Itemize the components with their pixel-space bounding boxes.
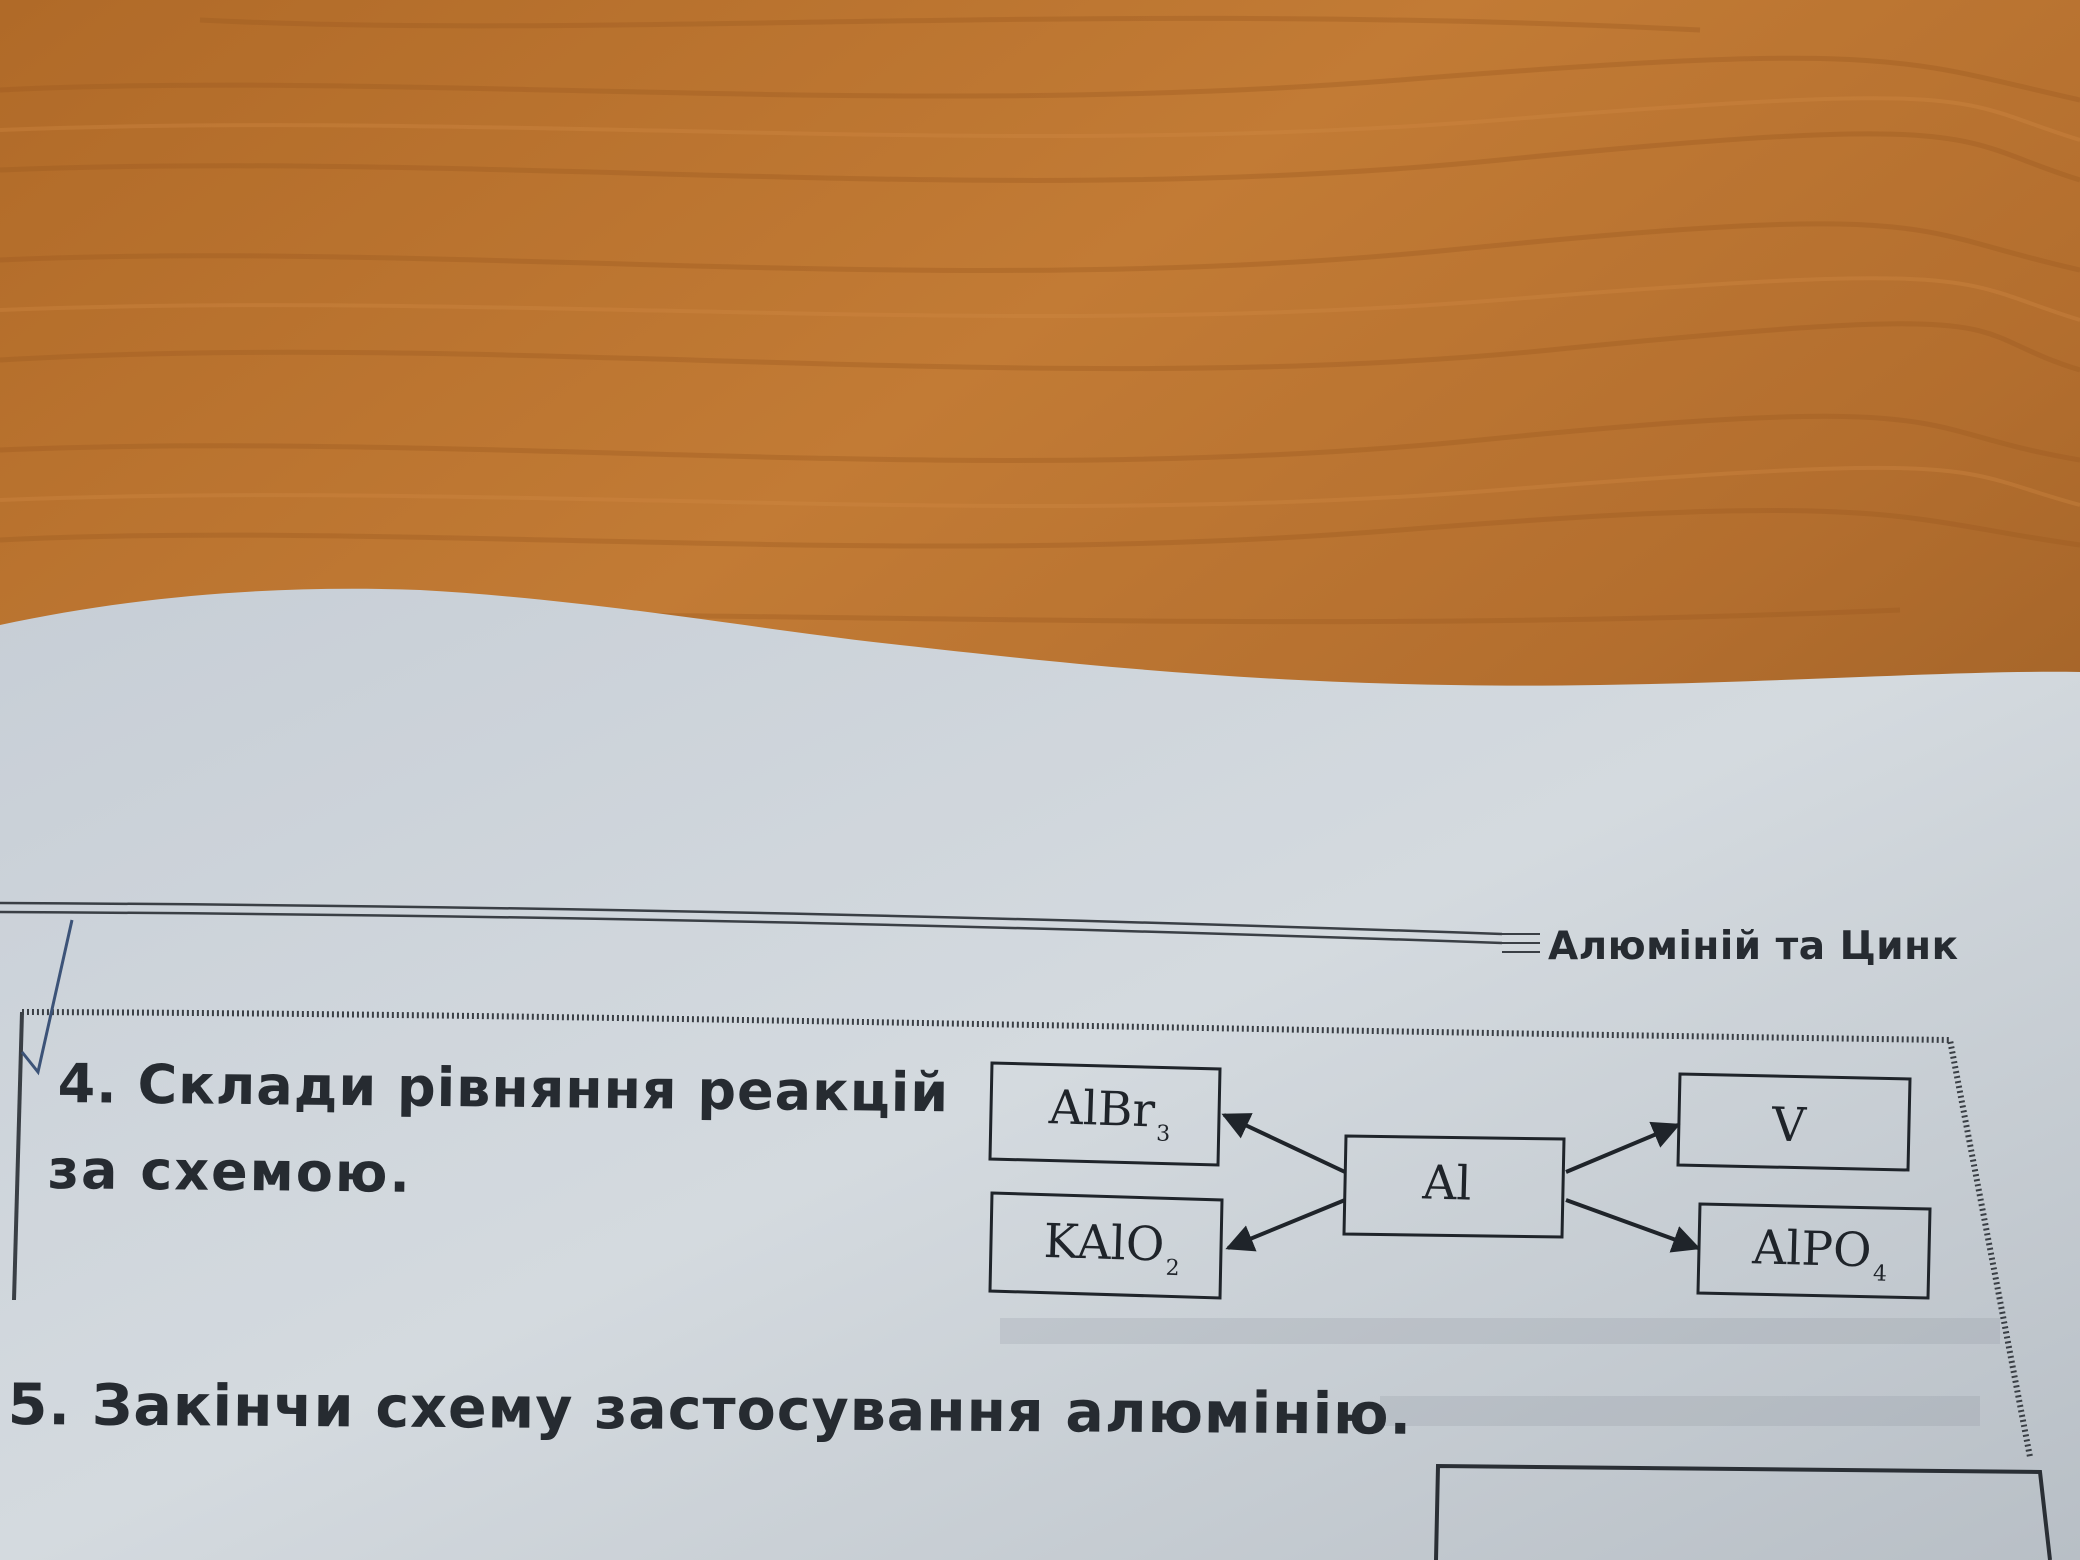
formula-albr3: AlBr3 (999, 1079, 1221, 1147)
workbook-page (0, 588, 2080, 1560)
formula-main: AlPO (1751, 1220, 1873, 1279)
task4-frame-left (12, 1011, 24, 1301)
scheme-arrows (1221, 1113, 1701, 1253)
header-rule (0, 901, 1540, 953)
task4-prompt-line1: 4. Склади рівняння реакцій (57, 1052, 950, 1125)
task5-prompt: 5. Закінчи схему застосування алюмінію. (7, 1372, 1413, 1448)
formula-subscript: 4 (1872, 1261, 1888, 1287)
box-alpo4 (1696, 1202, 1932, 1300)
formula-subscript: 3 (1155, 1121, 1171, 1147)
formula-subscript: 2 (1165, 1255, 1180, 1282)
formula-alpo4: AlPO4 (1709, 1219, 1930, 1287)
pencil-check-mark (20, 919, 74, 1076)
formula-main: KAlO (1042, 1213, 1166, 1273)
box-kalo2 (988, 1191, 1224, 1300)
formula-main: Al (1421, 1155, 1473, 1212)
formula-kalo2: KAlO2 (1001, 1213, 1223, 1281)
formula-al: Al (1357, 1154, 1538, 1214)
task5-answer-frame (1434, 1463, 2052, 1560)
chapter-header-title: Алюміній та Цинк (1548, 924, 1959, 969)
arrow-to-v (1565, 1121, 1681, 1174)
show-through-text (1000, 1318, 2000, 1426)
arrow-to-alpo4 (1565, 1198, 1701, 1253)
formula-v: V (1699, 1096, 1880, 1156)
formula-main: AlBr (1048, 1080, 1156, 1139)
formula-main: V (1771, 1097, 1807, 1154)
wood-grain-light (0, 96, 2080, 509)
arrow-to-albr3 (1221, 1113, 1346, 1174)
arrow-to-kalo2 (1225, 1198, 1346, 1252)
box-albr3 (988, 1061, 1222, 1167)
task4-prompt-line2: за схемою. (47, 1138, 413, 1205)
task4-frame (21, 1009, 2033, 1458)
